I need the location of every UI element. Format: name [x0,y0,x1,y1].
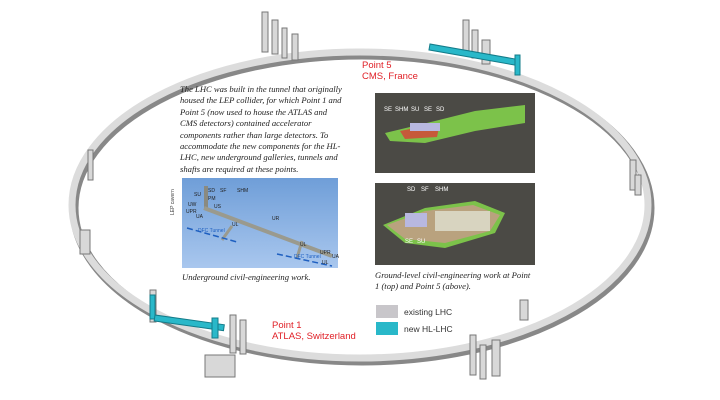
point1-location: ATLAS, Switzerland [272,331,356,342]
shafts [79,11,642,380]
label-sd: SD [407,187,416,193]
intro-text: The LHC was built in the tunnel that ori… [180,84,342,174]
legend-label-existing: existing LHC [404,306,453,317]
label-sf: SF [421,187,429,193]
label-ul: UL [232,222,239,228]
label-su: SU [411,107,420,113]
lep-cavern-label: LEP cavern [170,189,176,215]
label-us: US [214,204,221,210]
underground-caption: Underground civil-engineering work. [182,272,311,282]
label-su: SU [417,239,426,245]
new-hl-lhc-structures [149,43,521,339]
label-sd: SD [208,188,215,194]
point1-title: Point 1 [272,320,302,331]
label-upr: UPR [186,209,197,215]
label-shm: SHM [435,187,449,193]
ground-point1-image: SE SHM SU SE SD [375,93,535,173]
dfc-tunnel-label: DFC Tunnel [198,228,225,234]
label-su: SU [194,192,201,198]
label-uw: UW [188,202,197,208]
dfc-tunnel-label-2: DFC Tunnel [294,254,321,260]
point1-label: Point 1 ATLAS, Switzerland [272,320,356,342]
label-shm: SHM [395,107,409,113]
label-se: SE [384,107,393,113]
legend-existing: existing LHC [376,305,452,318]
legend-label-new: new HL-LHC [404,323,453,334]
label-ur: UR [272,216,280,222]
label-ua: UA [196,214,203,220]
point5-label: Point 5 CMS, France [362,60,418,82]
label-ul-2: UL [300,242,307,248]
legend-new: new HL-LHC [376,322,453,335]
label-se: SE [405,239,414,245]
tunnel-ring [68,48,652,362]
label-shm: SHM [237,188,249,194]
label-ul-3: UL [322,260,329,266]
point5-title: Point 5 [362,60,392,71]
point5-location: CMS, France [362,71,418,82]
legend-swatch-existing [376,305,398,318]
legend-swatch-new [376,322,398,335]
ground-caption: Ground-level civil-engineering work at P… [375,270,531,291]
label-sf: SF [220,188,227,194]
label-se-2: SE [424,107,433,113]
ground-point5-image: SD SF SHM SE SU [375,183,535,265]
label-pm: PM [208,196,216,202]
label-sd: SD [436,107,445,113]
label-upr-2: UPR [320,250,331,256]
label-ua-2: UA [332,254,339,260]
underground-works-image: SU SD SF SHM PM UW US UPR UA UL UR UL UP… [182,178,339,268]
